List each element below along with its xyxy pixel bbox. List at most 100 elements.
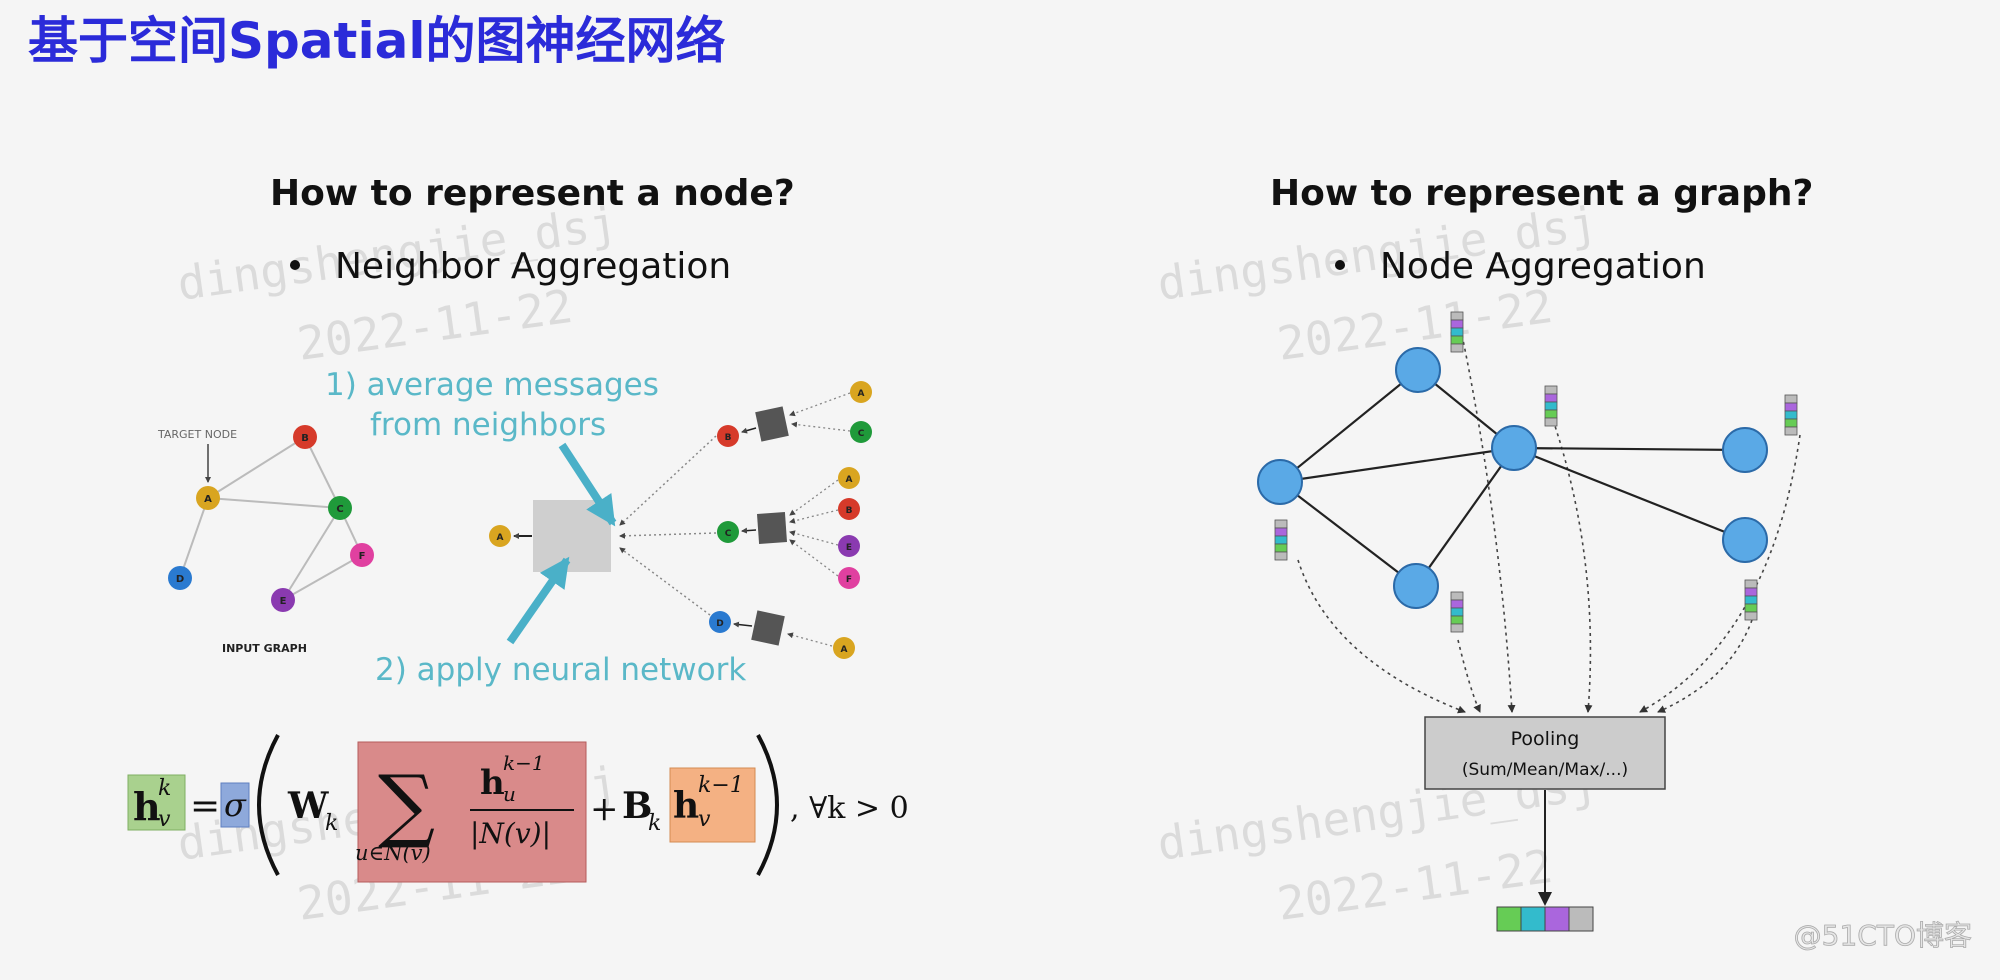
graph-edge	[1279, 369, 1419, 483]
left-heading: How to represent a node?	[270, 173, 795, 214]
graph-edge	[1513, 446, 1746, 542]
graph-edge	[179, 497, 209, 579]
l1-node-b: B	[717, 425, 739, 447]
output-node-a: A	[489, 525, 511, 547]
message-arrow	[789, 509, 839, 524]
l2-node-a: A	[833, 637, 855, 659]
input-graph: TARGET NODE A B C D F E INPUT GRAPH	[157, 425, 374, 655]
graph-edge	[207, 497, 341, 509]
svg-text:D: D	[716, 619, 723, 629]
formula-frac-den: |N(v)|	[470, 817, 551, 850]
svg-text:C: C	[858, 429, 865, 439]
svg-text:E: E	[280, 596, 287, 607]
bullet-dot	[1335, 260, 1345, 270]
page-title: 基于空间Spatial的图神经网络	[28, 12, 725, 70]
message-arrow	[789, 530, 839, 546]
svg-text:B: B	[846, 506, 853, 516]
formula-frac-num: h	[480, 763, 505, 803]
svg-text:F: F	[359, 551, 366, 562]
node-f: F	[350, 543, 374, 567]
l2-node-b: B	[838, 498, 860, 520]
pooling-graph: Pooling (Sum/Mean/Max/...)	[1257, 311, 1801, 932]
node-e: E	[271, 588, 295, 612]
input-graph-label: INPUT GRAPH	[222, 642, 307, 655]
node-embedding	[1544, 385, 1558, 427]
node-embedding	[1450, 311, 1464, 353]
l2-node-a: A	[850, 381, 872, 403]
left-bullet: Neighbor Aggregation	[335, 246, 731, 287]
l2-node-f: F	[838, 567, 860, 589]
message-arrow	[789, 539, 839, 577]
small-aggregator	[756, 512, 788, 544]
formula-self-box	[669, 767, 756, 843]
node-d: D	[168, 566, 192, 590]
formula-tail: , ∀k > 0	[790, 791, 909, 826]
svg-text:C: C	[725, 529, 732, 539]
formula-b-sub: k	[648, 811, 661, 836]
formula-self-sub: v	[698, 807, 711, 832]
formula-paren-right	[756, 734, 779, 876]
formula-sum-sub: u∈N(v)	[355, 841, 431, 865]
formula-lhs: h	[133, 784, 161, 829]
pool-arrow	[1297, 559, 1466, 714]
formula-sum: ∑	[378, 758, 435, 851]
formula-w-sub: k	[325, 811, 338, 836]
svg-text:A: A	[858, 389, 865, 399]
cyan-arrow-average	[558, 442, 617, 527]
node-embedding	[1274, 519, 1288, 561]
node-c: C	[328, 496, 352, 520]
formula-frac-num-sub: u	[503, 782, 516, 806]
pool-arrow	[1552, 419, 1593, 713]
graph-edge	[282, 554, 363, 601]
pool-arrow	[1657, 619, 1753, 713]
graph-edge	[1415, 447, 1515, 587]
svg-text:B: B	[301, 433, 309, 444]
node-embedding	[1450, 591, 1464, 633]
graph-node	[1722, 427, 1768, 473]
formula-b: B	[622, 785, 652, 827]
graph-edge	[1279, 481, 1417, 587]
message-arrow	[789, 479, 839, 516]
graph-edge	[304, 436, 341, 509]
right-bullet: Node Aggregation	[1380, 246, 1706, 287]
l2-node-c: C	[850, 421, 872, 443]
pool-arrow	[1457, 639, 1481, 713]
small-arrow	[741, 527, 757, 534]
formula-lhs-box	[127, 774, 186, 831]
node-embedding	[1784, 394, 1798, 436]
node-a: A	[196, 486, 220, 510]
target-node-label: TARGET NODE	[157, 428, 237, 441]
right-heading: How to represent a graph?	[1270, 173, 1813, 214]
small-arrow	[741, 427, 757, 434]
computation-graph: 1) average messages from neighbors 2) ap…	[325, 367, 872, 688]
annotation-average-line2: from neighbors	[370, 407, 606, 443]
pooling-label: Pooling	[1511, 728, 1580, 750]
bullet-dot	[290, 260, 300, 270]
formula-w: W	[287, 785, 329, 827]
graph-node	[1257, 459, 1303, 505]
graph-node	[1491, 425, 1537, 471]
l1-node-c: C	[717, 521, 739, 543]
watermark-date: 2022-11-22	[294, 279, 576, 371]
formula-lhs-sub: v	[158, 807, 171, 832]
formula-sigma: σ	[224, 786, 247, 824]
formula-plus: +	[590, 789, 619, 829]
small-aggregator	[755, 406, 789, 442]
node-embedding	[1744, 579, 1758, 621]
svg-text:A: A	[497, 533, 504, 543]
message-arrow	[791, 421, 851, 432]
node-b: B	[293, 425, 317, 449]
graph-node	[1722, 517, 1768, 563]
message-arrow	[789, 392, 851, 417]
svg-text:A: A	[204, 494, 212, 505]
svg-text:A: A	[841, 645, 848, 655]
graph-node	[1395, 347, 1441, 393]
cyan-arrow-nn	[506, 556, 571, 645]
formula-self: h	[673, 785, 699, 827]
pooling-ops-label: (Sum/Mean/Max/...)	[1462, 760, 1628, 780]
graph-edge	[207, 436, 306, 499]
annotation-average: 1) average messages	[325, 367, 659, 403]
message-arrow	[619, 547, 715, 619]
small-arrow	[733, 621, 753, 628]
formula-sigma-box	[220, 782, 250, 828]
